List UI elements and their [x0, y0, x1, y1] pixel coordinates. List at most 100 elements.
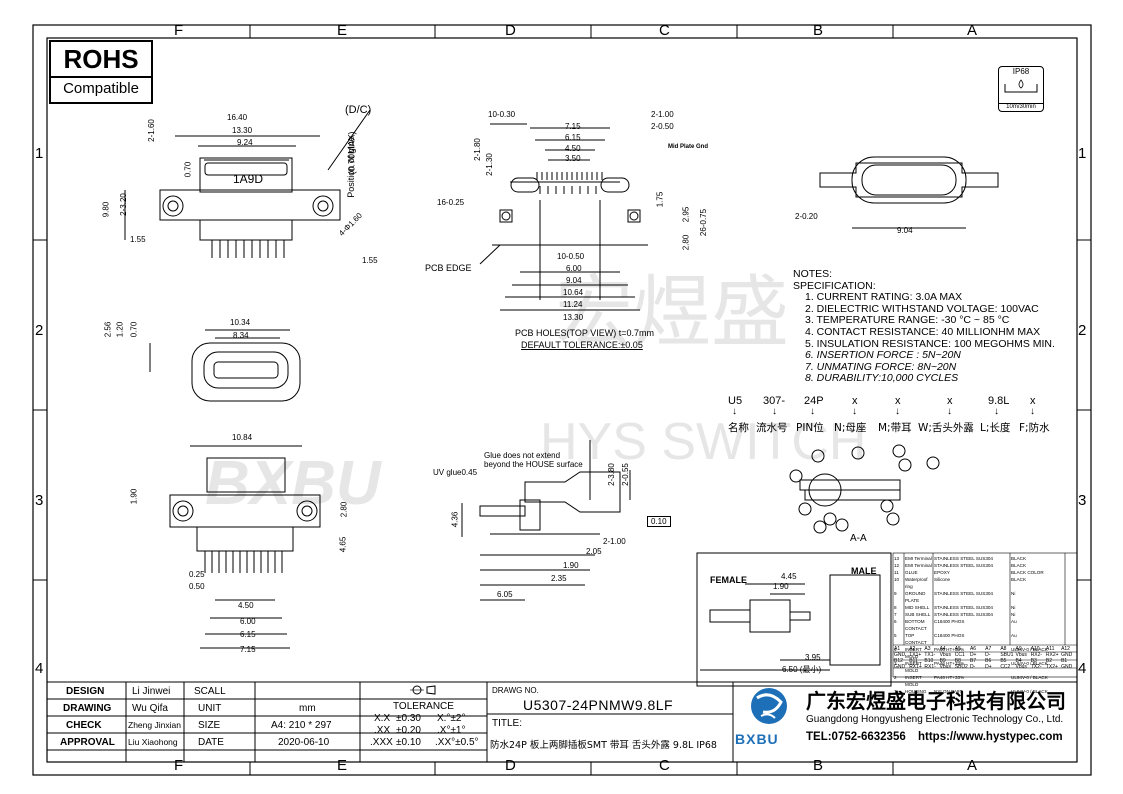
- company-website[interactable]: https://www.hystypec.com: [918, 731, 1063, 743]
- approval-label: APPROVAL: [60, 737, 115, 748]
- note-item: 7. UNMATING FORCE: 8N~20N: [805, 360, 957, 373]
- pin-cell: CC1: [954, 652, 965, 658]
- bottom-view: [169, 445, 321, 649]
- dim-0-70: 0.70: [183, 161, 193, 178]
- pcb-dim-2-95: 2.95: [681, 206, 691, 223]
- watermark-logo: BXBU: [205, 449, 381, 518]
- ip68-label: IP68: [1012, 67, 1030, 76]
- dim-2-1-60: 2-1.60: [146, 119, 156, 142]
- pcb-dim-26-0-75: 26-0.75: [699, 208, 709, 237]
- tol-row: .XX: [374, 725, 391, 736]
- dim-13-30: 13.30: [232, 126, 253, 135]
- side-dim-3-80: 2-3.80: [606, 463, 616, 486]
- tol-row: ±0.10: [396, 737, 421, 748]
- uv-glue-label: UV glue0.45: [433, 468, 478, 477]
- zone-col-d: D: [505, 22, 516, 39]
- pn-meaning: L;长度: [980, 422, 1011, 434]
- dim-1-55-left: 1.55: [130, 235, 146, 244]
- zone-col-c-bottom: C: [659, 757, 670, 774]
- pn-meaning: N;母座: [834, 422, 867, 434]
- dim-1-90: 1.90: [129, 488, 139, 505]
- pcb-dim-2-1-30: 2-1.30: [484, 153, 494, 176]
- pcb-dim-16-0-25: 16-0.25: [437, 198, 465, 207]
- pin-cell: GND: [1061, 664, 1073, 670]
- end-dim-9-04: 9.04: [897, 226, 913, 235]
- pin-cell: B5: [1000, 658, 1007, 664]
- zone-row-1-right: 1: [1078, 145, 1087, 162]
- pcb-dim-2-1-00: 2-1.00: [651, 110, 674, 119]
- pcb-dim-10-0-30: 10-0.30: [488, 110, 516, 119]
- size-value: A4: 210 * 297: [271, 720, 332, 731]
- note-item: 3. TEMPERATURE RANGE: -30 °C ~ 85 °C: [805, 314, 1010, 327]
- drawing-name: Wu Qifa: [132, 703, 168, 714]
- title-label: TITLE:: [492, 718, 523, 729]
- end-dim-2-0-20: 2-0.20: [795, 212, 818, 221]
- pcb-dim-3-50: 3.50: [565, 154, 581, 163]
- pin-cell: Vbus: [939, 652, 951, 658]
- date-label: DATE: [198, 737, 224, 748]
- note-item: 4. CONTACT RESISTANCE: 40 MILLIONHM MAX: [805, 325, 1041, 338]
- pin-cell: RX1+: [909, 664, 922, 670]
- glue-note-1: Glue does not extend: [484, 451, 561, 460]
- zone-row-3-right: 3: [1078, 492, 1087, 509]
- pin-cell: B12: [894, 658, 903, 664]
- zone-row-3: 3: [35, 492, 44, 509]
- bom-grid: [892, 552, 1078, 678]
- pin-cell: SBU1: [1000, 652, 1014, 658]
- dim-2-56: 2.56: [103, 321, 113, 338]
- pin-cell: B11: [909, 658, 918, 664]
- pn-code: x: [1030, 395, 1036, 407]
- pin-cell: B8: [954, 658, 961, 664]
- design-label: DESIGN: [66, 686, 105, 697]
- pin-cell: TX2+: [1045, 664, 1058, 670]
- tol-row: .X°±1°: [437, 725, 466, 736]
- side-dim-2-05: 2.05: [586, 547, 602, 556]
- tol-row: X.°±2°: [437, 713, 466, 724]
- pcb-dim-9-04: 9.04: [566, 276, 582, 285]
- pcb-dim-2-80: 2.80: [681, 234, 691, 251]
- top-view-middle: [149, 329, 301, 402]
- pn-code: 24P: [804, 395, 824, 407]
- mid-plate-label: Mid Plate Gnd: [668, 144, 709, 150]
- tol-row: .XX°±0.5°: [435, 737, 479, 748]
- dim-0-25: 0.25: [189, 570, 205, 579]
- pn-meaning: 名称: [728, 422, 749, 434]
- pn-meaning: M;带耳: [878, 422, 912, 434]
- projection-symbol-icon: [410, 685, 436, 695]
- glue-note-2: beyond the HOUSE surface: [484, 460, 583, 469]
- pn-code: x: [947, 395, 953, 407]
- side-dim-1-00: 2-1.00: [603, 537, 626, 546]
- pin-cell: A7: [985, 646, 992, 652]
- dim-4-50: 4.50: [238, 601, 254, 610]
- pin-cell: A8: [1000, 646, 1007, 652]
- pcb-dim-7-15: 7.15: [565, 122, 581, 131]
- pcb-layout: [479, 123, 648, 311]
- zone-col-f-bottom: F: [174, 757, 184, 774]
- dim-9-80: 9.80: [101, 201, 111, 218]
- check-name: Zheng Jinxian: [128, 720, 181, 730]
- ip68-time: 10m/30min: [999, 103, 1043, 110]
- glue-position-label: Position of glue: [345, 136, 356, 198]
- dim-10-84: 10.84: [232, 433, 253, 442]
- pin-cell: A9: [1015, 646, 1022, 652]
- company-logo-icon: [751, 688, 787, 724]
- dim-0-50: 0.50: [189, 582, 205, 591]
- pin-cell: TX2-: [1030, 664, 1042, 670]
- drawing-title: 防水24P 板上两脚插板SMT 带耳 舌头外露 9.8L IP68: [490, 740, 717, 751]
- mating-diagram: [696, 552, 892, 687]
- pcb-edge-label: PCB EDGE: [425, 263, 472, 273]
- zone-col-b: B: [813, 22, 824, 39]
- pin-cell: TX1+: [909, 652, 922, 658]
- pin-cell: A11: [1045, 646, 1055, 652]
- note-item: 5. INSULATION RESISTANCE: 100 MEGOHMS MI…: [805, 337, 1055, 350]
